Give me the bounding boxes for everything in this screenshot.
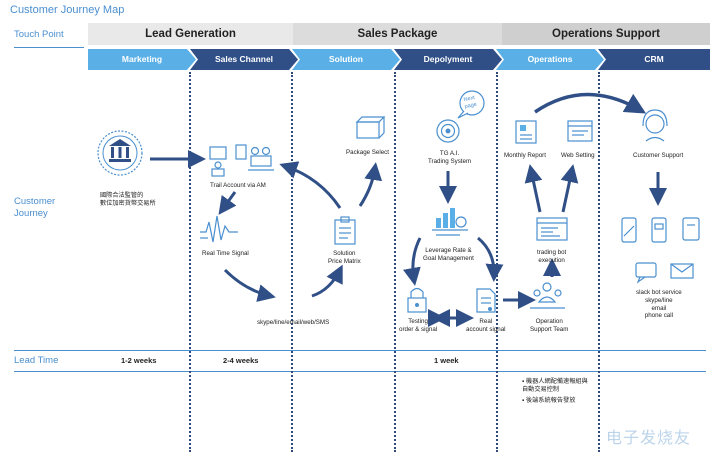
step-web-setting-label: Web Setting [561,152,595,159]
stage-crm: CRM [598,49,710,70]
stage-sales-channel: Sales Channel [190,49,298,70]
step-exchange-label: 國際合法監管的 數位加密貨幣交易所 [100,192,156,207]
step-support-channels-label: slack bot service skype/line email phone… [636,289,682,320]
phase-sales-package: Sales Package [293,23,502,45]
flow-arrow [279,161,342,209]
phase-operations-support: Operations Support [502,23,710,45]
divider [14,350,706,351]
growth-chart-icon [432,208,468,236]
stage-label: Operations [527,54,573,64]
step-solution-label: Solution Price Matrix [328,250,361,265]
stage-marketing: Marketing [88,49,196,70]
support-team-icon [530,282,565,309]
package-icon [355,116,386,139]
step-customer-support-label: Customer Support [633,152,684,159]
stage-label: Marketing [121,54,163,64]
note-item: ▪ 後端系統報告發放 [522,397,576,404]
row-label-customer-journey: Customer Journey [14,196,56,219]
watermark: 电子发烧友 [606,428,692,447]
stage-separator [394,72,396,452]
stage-depolyment: Depolyment [394,49,502,70]
people-meeting-icon [209,144,274,177]
phase-lead-generation: Lead Generation [88,23,293,45]
divider [14,371,706,372]
tablet-icon [682,217,700,241]
step-channels-label: skype/line/email/web/SMS [257,319,330,326]
flow-arrow [524,164,543,213]
row-label-touch-point: Touch Point [14,29,64,40]
flow-arrow [403,237,422,286]
step-monthly-report-label: Monthly Report [504,152,546,159]
stage-operations: Operations [496,49,604,70]
stage-label: Solution [329,54,363,64]
chat-phone-icon [651,217,667,243]
stage-separator [598,72,600,452]
chat-bubble-icon [635,262,657,284]
stage-solution: Solution [292,49,400,70]
stage-separator [291,72,293,452]
next-page-label: Next page [463,94,478,111]
stage-label: Depolyment [423,54,473,64]
note-item: ▪ 機器人網配備速報組與 自動交易控制 [522,378,588,393]
step-real-time-signal-label: Real Time Signal [202,250,249,257]
mobile-phone-icon [621,217,637,243]
lead-time-sales-channel: 2-4 weeks [223,356,259,365]
stage-separator [189,72,191,452]
flow-arrow [311,264,343,298]
stage-separator [496,72,498,452]
step-trail-account-label: Trail Account via AM [210,182,266,189]
step-operation-support-label: Operation Support Team [530,318,569,333]
headset-icon [642,109,668,142]
row-label-lead-time: Lead Time [14,355,59,366]
step-tg-ai-label: TG A.I. Trading System [428,150,472,165]
mail-icon [670,263,694,279]
divider [14,47,84,48]
clipboard-icon [334,216,356,245]
flow-arrow [223,268,276,302]
stage-label: Sales Channel [214,54,274,64]
step-leverage-label: Leverage Rate & Goal Management [423,247,474,262]
flow-arrow [477,236,504,282]
flow-arrow [358,162,383,207]
speech-bubble-icon [457,90,485,119]
step-package-select-label: Package Select [346,149,389,156]
lock-icon [407,287,427,313]
step-testing-label: Testing order & signal [399,318,438,333]
target-icon [436,119,460,143]
map-title: Customer Journey Map [10,4,125,16]
signal-wave-icon [200,215,238,243]
flow-arrow [218,191,237,215]
step-trading-bot-label: trading bot execution [537,249,567,264]
code-window-icon [536,217,568,241]
step-real-account-label: Real account signal [466,318,506,333]
document-icon [476,288,496,313]
report-icon [515,120,537,144]
web-browser-icon [567,120,593,142]
stage-label: CRM [644,54,664,64]
lead-time-marketing: 1-2 weeks [121,356,157,365]
flow-arrow [560,164,579,213]
bank-icon [97,130,143,176]
lead-time-deployment: 1 week [434,356,459,365]
flow-arrow [534,92,647,114]
